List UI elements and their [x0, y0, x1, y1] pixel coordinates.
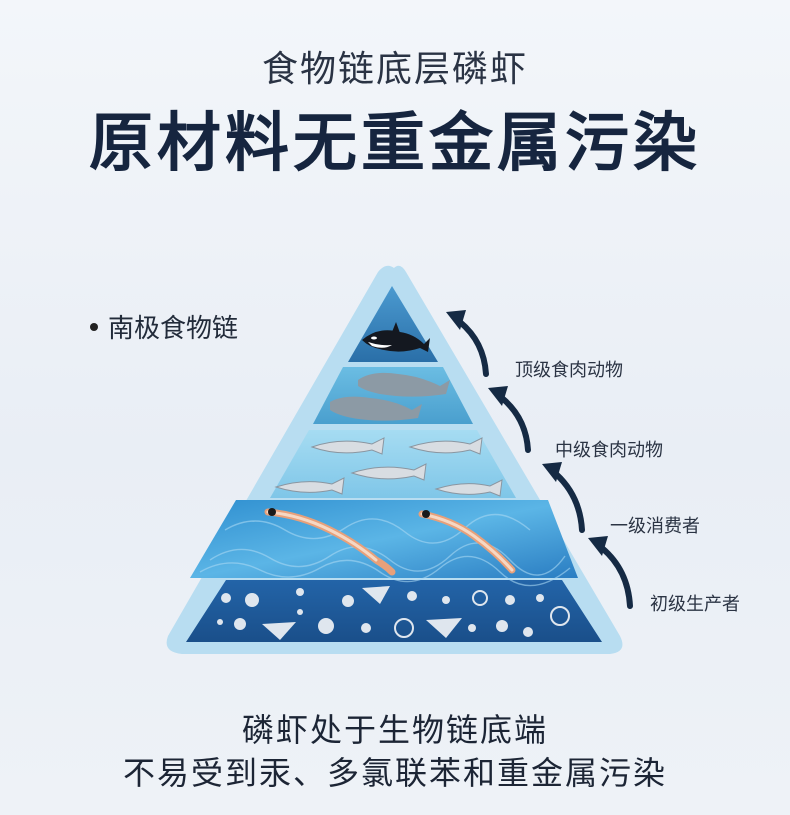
plankton-icon: [217, 586, 570, 640]
orca-icon: [362, 322, 430, 352]
footer-line-2: 不易受到汞、多氯联苯和重金属污染: [122, 754, 667, 792]
label-primary-producer: 初级生产者: [650, 594, 740, 615]
label-mid-predator: 中级食肉动物: [555, 440, 663, 461]
bullet-item: 南极食物链: [90, 308, 238, 345]
krill-icon: [264, 508, 516, 576]
fish-icon: [274, 437, 503, 497]
food-chain-pyramid: [166, 265, 633, 654]
header-title: 原材料无重金属污染: [89, 107, 701, 181]
header-subtitle: 食物链底层磷虾: [261, 49, 528, 90]
bullet-text: 南极食物链: [108, 314, 239, 344]
arrow-icon-mid: [499, 395, 531, 453]
bullet-dot-icon: [90, 322, 98, 331]
label-apex-predator: 顶级食肉动物: [515, 360, 623, 381]
pyramid-level-plankton: [186, 580, 602, 642]
label-primary-consumer: 一级消费者: [610, 516, 700, 537]
arrow-icon-top: [457, 319, 489, 377]
footer-line-1: 磷虾处于生物链底端: [241, 711, 548, 749]
arrow-icon-low: [553, 471, 585, 533]
arrow-icon-base: [599, 545, 633, 609]
seal-icon: [330, 372, 450, 421]
